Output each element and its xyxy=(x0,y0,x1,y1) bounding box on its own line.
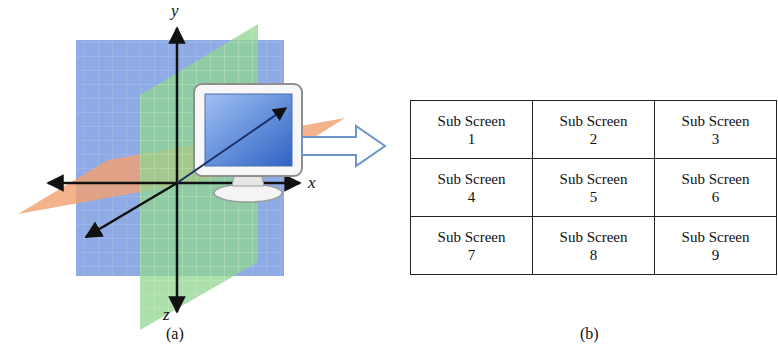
cell-text: Sub Screen 7 xyxy=(433,228,511,264)
cell-text: Sub Screen 9 xyxy=(677,228,755,264)
block-arrow xyxy=(302,126,385,166)
monitor-base xyxy=(214,184,282,202)
y-z-axis xyxy=(176,28,179,312)
table-cell: Sub Screen 4 xyxy=(410,158,533,217)
table-cell: Sub Screen 2 xyxy=(532,100,655,159)
depth-axis xyxy=(86,183,177,237)
cell-text: Sub Screen 4 xyxy=(433,170,511,206)
cell-text: Sub Screen 2 xyxy=(555,112,633,148)
cell-text: Sub Screen 8 xyxy=(555,228,633,264)
cell-text: Sub Screen 5 xyxy=(555,170,633,206)
table-cell: Sub Screen 7 xyxy=(410,216,533,275)
table-cell: Sub Screen 6 xyxy=(654,158,777,217)
axis-label: z xyxy=(163,306,170,323)
table-cell: Sub Screen 3 xyxy=(654,100,777,159)
panel-caption: (b) xyxy=(580,326,599,342)
table-cell: Sub Screen 5 xyxy=(532,158,655,217)
axis-label: x xyxy=(308,174,316,191)
table-cell: Sub Screen 8 xyxy=(532,216,655,275)
cell-text: Sub Screen 3 xyxy=(677,112,755,148)
cell-text: Sub Screen 6 xyxy=(677,170,755,206)
depth-axis-back xyxy=(177,108,286,183)
axis-label: y xyxy=(171,2,179,19)
table-cell: Sub Screen 1 xyxy=(410,100,533,159)
table-cell: Sub Screen 9 xyxy=(654,216,777,275)
panel-caption: (a) xyxy=(166,326,184,342)
cell-text: Sub Screen 1 xyxy=(433,112,511,148)
monitor-frame xyxy=(194,84,302,176)
